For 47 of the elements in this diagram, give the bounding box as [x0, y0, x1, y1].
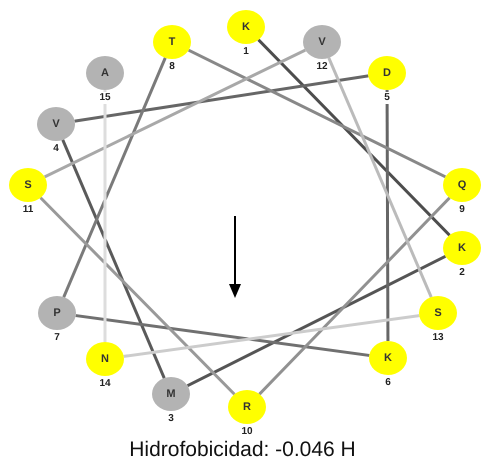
connector-line	[124, 314, 420, 358]
residue-circle	[38, 296, 76, 330]
connector-line	[104, 90, 106, 342]
residue-letter: S	[434, 307, 442, 319]
residue-letter: N	[101, 353, 109, 365]
residue-letter: M	[166, 388, 176, 400]
residue-letter: D	[383, 67, 391, 79]
residue-letter: K	[384, 352, 392, 364]
residue-letter: S	[24, 179, 32, 191]
residue-number: 15	[98, 92, 112, 104]
connector-line	[386, 90, 390, 341]
residue-circle	[86, 56, 124, 90]
connector-line	[40, 196, 236, 396]
residue-letter: R	[243, 401, 251, 413]
residue-circle	[369, 341, 407, 375]
residue-circle	[303, 25, 341, 59]
connector-line	[74, 74, 368, 123]
residue-circle	[228, 390, 266, 424]
residue-circle	[153, 25, 191, 59]
residue-number: 5	[383, 92, 391, 104]
residue-letter: V	[52, 118, 60, 130]
connector-line	[61, 139, 166, 379]
caption: Hidrofobicidad: -0.046 H	[128, 438, 357, 462]
residue-letter: A	[101, 67, 109, 79]
connector-line	[76, 314, 370, 357]
residue-circle	[37, 107, 75, 141]
residue-circle	[443, 231, 481, 265]
residue-letter: K	[458, 242, 466, 254]
residue-circle	[419, 296, 457, 330]
residue-circle	[443, 168, 481, 202]
connector-line	[186, 254, 446, 388]
residue-circle	[86, 342, 124, 376]
connector-line	[257, 38, 451, 236]
residue-letter: T	[168, 36, 176, 48]
residue-letter: P	[53, 307, 61, 319]
residue-circle	[227, 10, 265, 44]
residue-circle	[152, 377, 190, 411]
residue-letter: K	[242, 21, 250, 33]
residue-circle	[368, 56, 406, 90]
residue-circle	[9, 168, 47, 202]
residue-letter: Q	[458, 179, 466, 191]
connector-line	[188, 48, 446, 178]
connector-line	[44, 48, 306, 178]
residue-letter: V	[318, 36, 326, 48]
connector-line	[258, 196, 451, 396]
connector-line	[62, 57, 167, 298]
connector-line	[327, 57, 433, 298]
